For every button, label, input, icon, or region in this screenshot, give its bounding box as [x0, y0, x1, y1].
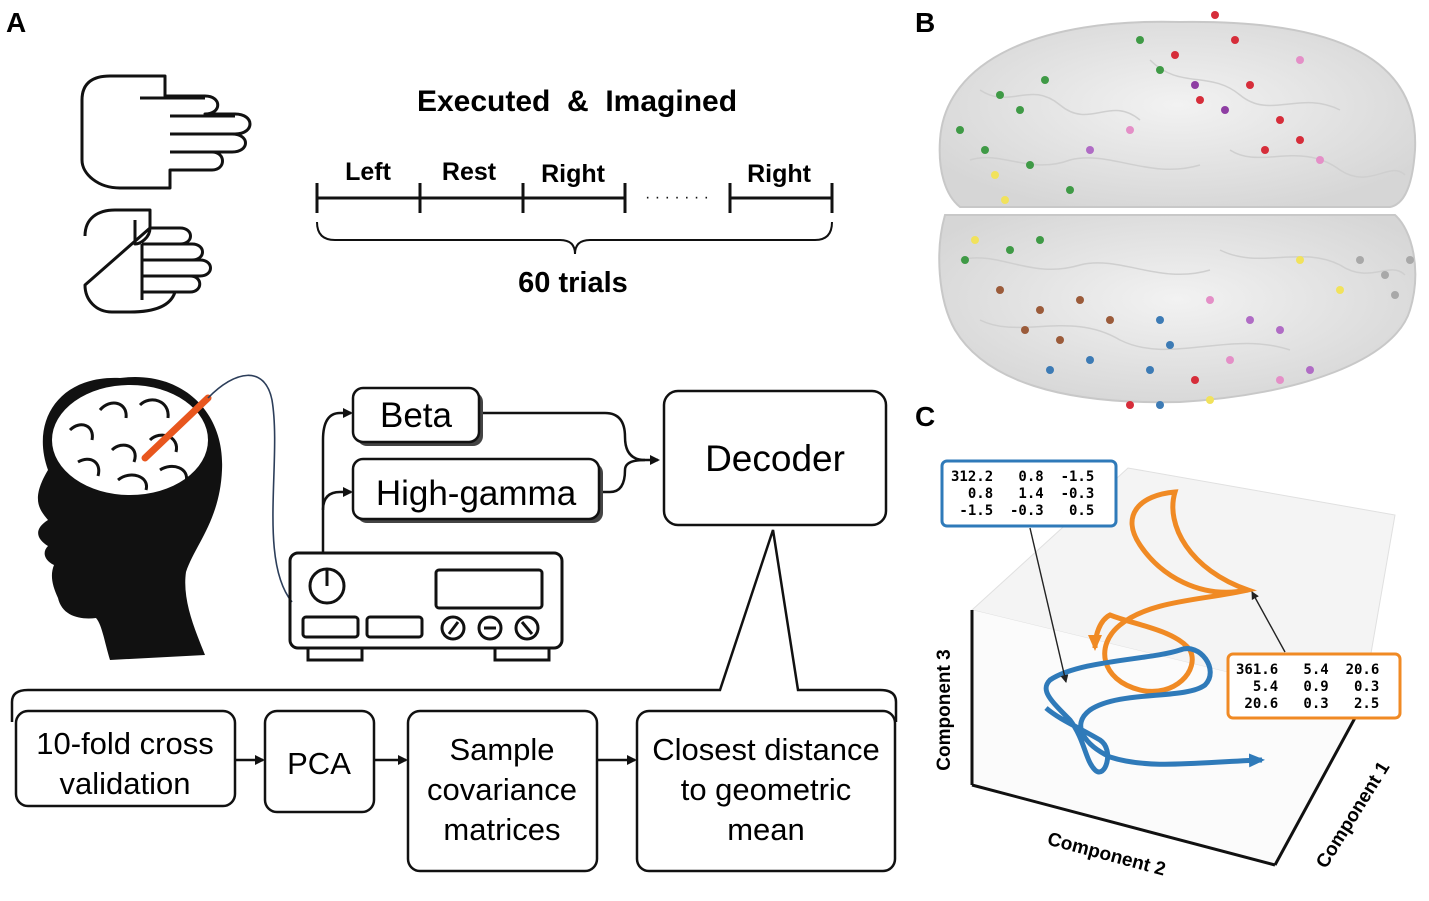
flow-arrows: [321, 408, 660, 553]
step-cov-line3: matrices: [443, 812, 560, 847]
trial-timeline: [315, 183, 834, 213]
label-right-2: Right: [747, 160, 812, 188]
beta-label: Beta: [380, 396, 453, 435]
decoder-box: [662, 389, 888, 527]
head-with-brain-icon: [37, 376, 223, 660]
panel-label-c: C: [915, 401, 935, 432]
step-cv-line2: validation: [60, 766, 191, 801]
matrix-orange-row-1: 361.6 5.4 20.6: [1236, 662, 1379, 678]
electrode-dots: [956, 11, 1414, 409]
covariance-matrix-orange: 361.6 5.4 20.6 5.4 0.9 0.3 20.6 0.3 2.5: [1226, 652, 1402, 720]
step-dist-line2: to geometric: [681, 772, 852, 807]
timeline-dots: · · · · · · ·: [645, 189, 709, 206]
pipeline-steps: 10-fold cross validation PCA Sample cova…: [14, 709, 897, 873]
label-left: Left: [345, 158, 392, 186]
step-box-cov: [406, 709, 599, 873]
covariance-matrix-blue: 312.2 0.8 -1.5 0.8 1.4 -0.3 -1.5 -0.3 0.…: [940, 459, 1118, 528]
matrix-blue-row-1: 312.2 0.8 -1.5: [951, 469, 1094, 485]
axis-label-component-2: Component 2: [1045, 829, 1168, 881]
matrix-blue-row-2: 0.8 1.4 -0.3: [951, 486, 1094, 502]
step-cv-line1: 10-fold cross: [36, 726, 213, 761]
decoder-label: Decoder: [705, 438, 845, 479]
beta-box: [351, 386, 481, 444]
task-title: Executed & Imagined: [417, 85, 737, 118]
step-box-cv: [14, 709, 237, 808]
step-pca: PCA: [287, 746, 351, 781]
orange-trajectory: [1088, 489, 1258, 694]
step-dist-line3: mean: [727, 812, 805, 847]
trials-label: 60 trials: [518, 267, 628, 299]
step-cov-line2: covariance: [427, 772, 577, 807]
matrix-orange-row-3: 20.6 0.3 2.5: [1236, 696, 1379, 712]
electrode-wire: [207, 374, 293, 603]
axis-label-component-3: Component 3: [934, 649, 955, 770]
step-dist-line1: Closest distance: [652, 732, 879, 767]
high-gamma-label: High-gamma: [376, 474, 577, 513]
trials-brace: [316, 221, 833, 255]
brain-render-icon: [938, 11, 1417, 409]
blue-trajectory: [1043, 646, 1265, 775]
label-rest: Rest: [442, 158, 497, 186]
step-box-dist: [635, 709, 897, 873]
amplifier-icon: [288, 551, 564, 662]
open-hand-icon: [80, 74, 252, 190]
step-cov-line1: Sample: [449, 732, 554, 767]
fist-icon: [83, 208, 212, 314]
matrix-orange-row-2: 5.4 0.9 0.3: [1236, 679, 1379, 695]
step-box-pca: [263, 709, 376, 814]
electrode-icon: [141, 394, 212, 462]
panel-label-b: B: [915, 7, 935, 38]
matrix-blue-row-3: -1.5 -0.3 0.5: [951, 503, 1094, 519]
orange-matrix-pointer: [1251, 591, 1286, 653]
panel-label-a: A: [6, 7, 26, 38]
blue-matrix-pointer: [1029, 527, 1069, 683]
decoder-brace: [10, 529, 898, 722]
label-right-1: Right: [541, 160, 606, 188]
high-gamma-box: [351, 457, 601, 521]
